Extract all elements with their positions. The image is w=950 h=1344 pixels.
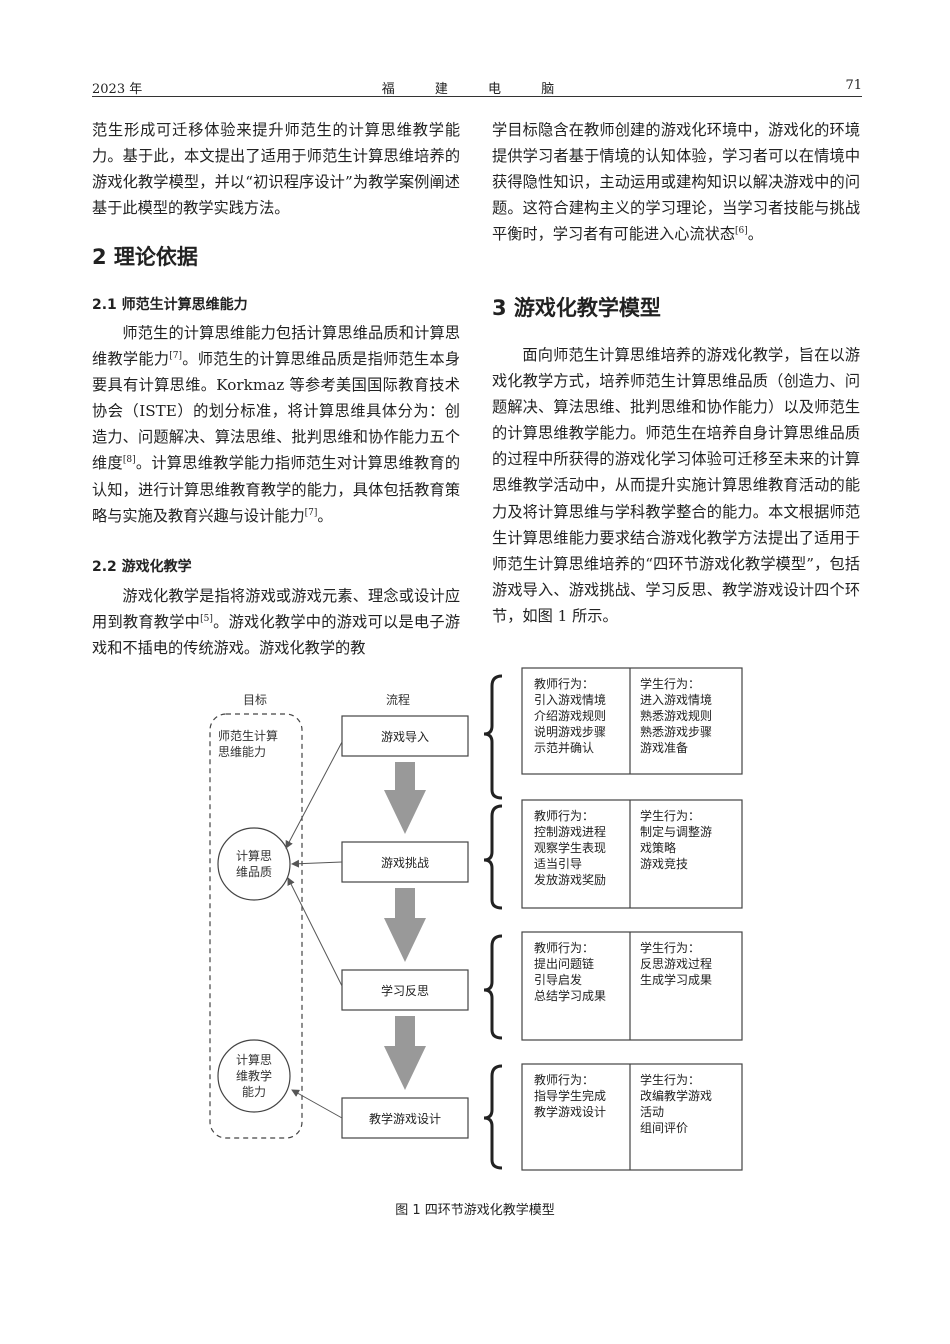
goal-label-line-1: 师范生计算: [218, 728, 278, 743]
quality-circle: [217, 827, 291, 901]
paragraph-2-2: 游戏化教学是指将游戏或游戏元素、理念或设计应用到教育教学中[5]。游戏化教学中的…: [92, 587, 461, 658]
teacher-behavior-line: 教学游戏设计: [534, 1104, 606, 1119]
page-header: 2023 年 福 建 电 脑 71: [92, 76, 862, 97]
figure-1: 目标 流程 师范生计算 思维能力 计算思 维品质 计算思 维教学 能力 游戏导入…: [200, 664, 760, 1180]
student-behavior-line: 进入游戏情境: [640, 692, 712, 707]
teaching-circle-line-2: 维教学: [236, 1068, 272, 1083]
student-behavior-line: 活动: [640, 1105, 664, 1119]
teaching-circle-line-1: 计算思: [236, 1052, 272, 1067]
header-journal: 福 建 电 脑: [381, 82, 573, 97]
student-behavior-line: 学生行为：: [640, 808, 700, 823]
intro-paragraph: 范生形成可迁移体验来提升师范生的计算思维教学能力。基于此，本文提出了适用于师范生…: [92, 121, 460, 218]
section-2-heading: 2 理论依据: [92, 245, 198, 269]
behavior-text-group: 教师行为：引入游戏情境介绍游戏规则说明游戏步骤示范并确认教师行为：控制游戏进程观…: [534, 676, 712, 1135]
figure-1-caption: 图 1 四环节游戏化教学模型: [395, 1203, 555, 1218]
section-3-heading: 3 游戏化教学模型: [492, 296, 661, 320]
header-year: 2023 年: [92, 82, 143, 97]
section-2-1-body: 师范生的计算思维能力包括计算思维品质和计算思维教学能力[7]。师范生的计算思维品…: [92, 320, 460, 529]
teacher-behavior-line: 引导启发: [534, 972, 582, 987]
flow-arrow-1: [384, 762, 426, 834]
section-2-1-heading: 2.1 师范生计算思维能力: [92, 297, 248, 313]
quality-circle-line-2: 维品质: [236, 865, 272, 879]
student-behavior-line: 改编教学游戏: [640, 1088, 712, 1103]
teacher-behavior-line: 教师行为：: [534, 676, 594, 691]
teacher-behavior-line: 适当引导: [534, 857, 582, 871]
flow-arrow-3: [384, 1016, 426, 1090]
behavior-box-3: [521, 931, 743, 1041]
teacher-behavior-line: 引入游戏情境: [534, 692, 606, 707]
stage-box-3: [341, 969, 469, 1011]
flow-arrow-2: [384, 888, 426, 962]
brace-4: [483, 1064, 503, 1170]
student-behavior-line: 学生行为：: [640, 676, 700, 691]
teacher-behavior-line: 教师行为：: [534, 808, 594, 823]
citation: [7]: [304, 507, 318, 518]
teacher-behavior-line: 观察学生表现: [534, 840, 606, 855]
citation: [6]: [735, 226, 748, 237]
student-behavior-line: 生成学习成果: [640, 972, 712, 987]
header-page-number: 71: [845, 78, 862, 93]
teacher-behavior-line: 控制游戏进程: [534, 824, 606, 839]
goal-label-line-2: 思维能力: [218, 745, 266, 759]
behavior-box-1: [521, 667, 743, 775]
stage-label-1: 游戏导入: [381, 730, 429, 744]
behavior-box-4: [521, 1063, 743, 1171]
teacher-behavior-line: 指导学生完成: [534, 1088, 606, 1103]
section-2-2-body: 游戏化教学是指将游戏或游戏元素、理念或设计应用到教育教学中[5]。游戏化教学中的…: [92, 583, 460, 661]
student-behavior-line: 制定与调整游: [640, 824, 712, 839]
student-behavior-line: 熟悉游戏规则: [640, 708, 712, 723]
teacher-behavior-line: 发放游戏奖励: [534, 872, 606, 887]
teacher-behavior-line: 教师行为：: [534, 940, 594, 955]
citation: [8]: [122, 455, 136, 466]
teacher-behavior-line: 教师行为：: [534, 1072, 594, 1087]
teacher-behavior-line: 示范并确认: [534, 741, 594, 755]
teaching-circle: [217, 1039, 291, 1113]
link-arrow-stage1: [285, 741, 343, 849]
student-behavior-line: 戏策略: [640, 840, 676, 855]
goal-dashed-box: [209, 713, 303, 1139]
stage-label-3: 学习反思: [381, 983, 429, 998]
stage-box-2: [341, 841, 469, 883]
student-behavior-line: 学生行为：: [640, 940, 700, 955]
brace-3: [483, 934, 503, 1040]
student-behavior-line: 熟悉游戏步骤: [640, 724, 712, 739]
citation: [7]: [169, 351, 182, 362]
flow-column-header: 流程: [386, 692, 410, 707]
student-behavior-line: 游戏竞技: [640, 857, 688, 871]
brace-2: [483, 804, 503, 910]
stage-box-1: [341, 715, 469, 757]
stage-label-2: 游戏挑战: [381, 856, 429, 870]
paragraph-2-1: 师范生的计算思维能力包括计算思维品质和计算思维教学能力[7]。师范生的计算思维品…: [92, 324, 461, 525]
behavior-box-2: [521, 799, 743, 909]
student-behavior-line: 游戏准备: [640, 741, 688, 755]
teacher-behavior-line: 说明游戏步骤: [534, 724, 606, 739]
right-continuation: 学目标隐含在教师创建的游戏化环境中，游戏化的环境提供学习者基于情境的认知体验，学…: [492, 117, 860, 247]
citation: [5]: [200, 614, 213, 625]
section-3-body: 面向师范生计算思维培养的游戏化教学，旨在以游戏化教学方式，培养师范生计算思维品质…: [492, 342, 860, 629]
teacher-behavior-line: 介绍游戏规则: [534, 708, 606, 723]
brace-1: [483, 674, 503, 800]
stage-label-4: 教学游戏设计: [369, 1111, 441, 1126]
teacher-behavior-line: 提出问题链: [534, 956, 594, 971]
teaching-circle-line-3: 能力: [242, 1085, 266, 1099]
left-intro: 范生形成可迁移体验来提升师范生的计算思维教学能力。基于此，本文提出了适用于师范生…: [92, 117, 460, 221]
student-behavior-line: 组间评价: [640, 1121, 688, 1135]
paragraph-3: 面向师范生计算思维培养的游戏化教学，旨在以游戏化教学方式，培养师范生计算思维品质…: [492, 346, 860, 625]
teacher-behavior-line: 总结学习成果: [534, 988, 606, 1003]
figure-1-diagram: 目标 流程 师范生计算 思维能力 计算思 维品质 计算思 维教学 能力 游戏导入…: [209, 667, 743, 1171]
continuation-paragraph: 学目标隐含在教师创建的游戏化环境中，游戏化的环境提供学习者基于情境的认知体验，学…: [492, 121, 860, 244]
section-2-2-heading: 2.2 游戏化教学: [92, 559, 192, 575]
link-arrow-stage2: [291, 859, 343, 868]
link-arrow-stage4: [291, 1089, 343, 1119]
goal-column-header: 目标: [243, 693, 267, 707]
student-behavior-line: 学生行为：: [640, 1072, 700, 1087]
student-behavior-line: 反思游戏过程: [640, 956, 712, 971]
link-arrow-stage3: [287, 877, 343, 987]
quality-circle-line-1: 计算思: [236, 848, 272, 863]
